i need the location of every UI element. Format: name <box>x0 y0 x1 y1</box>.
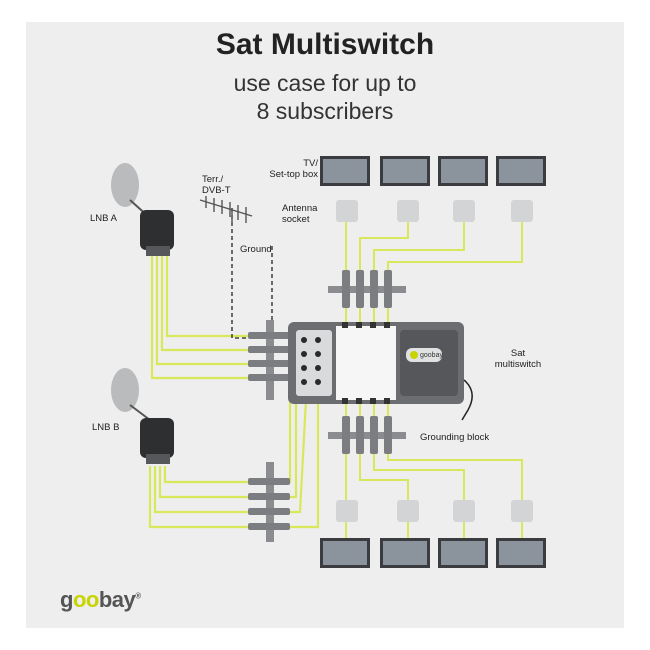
terrestrial-antenna-icon <box>199 196 253 226</box>
lnb-a-cables <box>150 255 290 380</box>
goobay-logo: goobay® <box>60 587 141 612</box>
label-terr: Terr./ DVB-T <box>202 174 231 196</box>
label-antenna-socket: Antenna socket <box>282 203 318 225</box>
satellite-dish-b-icon <box>111 368 151 421</box>
device-brand-label: goobay <box>420 352 443 359</box>
subtitle-line-1: use case for up to <box>233 70 417 96</box>
page-title: Sat Multiswitch <box>215 28 435 61</box>
label-tv: TV/ Set-top box <box>269 158 318 180</box>
tv-screens-top <box>320 156 546 186</box>
lnb-b-cables <box>148 394 320 529</box>
grounding-block-top <box>328 270 406 308</box>
label-lnb-b: LNB B <box>92 422 120 433</box>
socket-to-tv-cables-bottom <box>345 522 523 538</box>
antenna-socket-bottom <box>336 500 533 522</box>
lnb-a-icon <box>140 210 174 256</box>
ground-wire <box>231 208 290 339</box>
tv-screens-bottom <box>320 538 546 568</box>
antenna-socket-top <box>336 200 533 222</box>
subtitle-line-2: 8 subscribers <box>256 98 394 124</box>
label-ground: Ground <box>240 244 272 255</box>
label-grounding-block: Grounding block <box>420 432 490 443</box>
grounding-block-bottom <box>328 416 406 454</box>
grounding-block-left-bottom <box>248 462 290 542</box>
label-sat-multiswitch: Sat multiswitch <box>494 348 542 370</box>
label-lnb-a: LNB A <box>90 213 117 224</box>
grounding-block-left-top <box>248 320 290 400</box>
multiswitch-device <box>288 322 473 421</box>
satellite-dish-a-icon <box>111 163 151 219</box>
lnb-b-icon <box>140 418 174 464</box>
